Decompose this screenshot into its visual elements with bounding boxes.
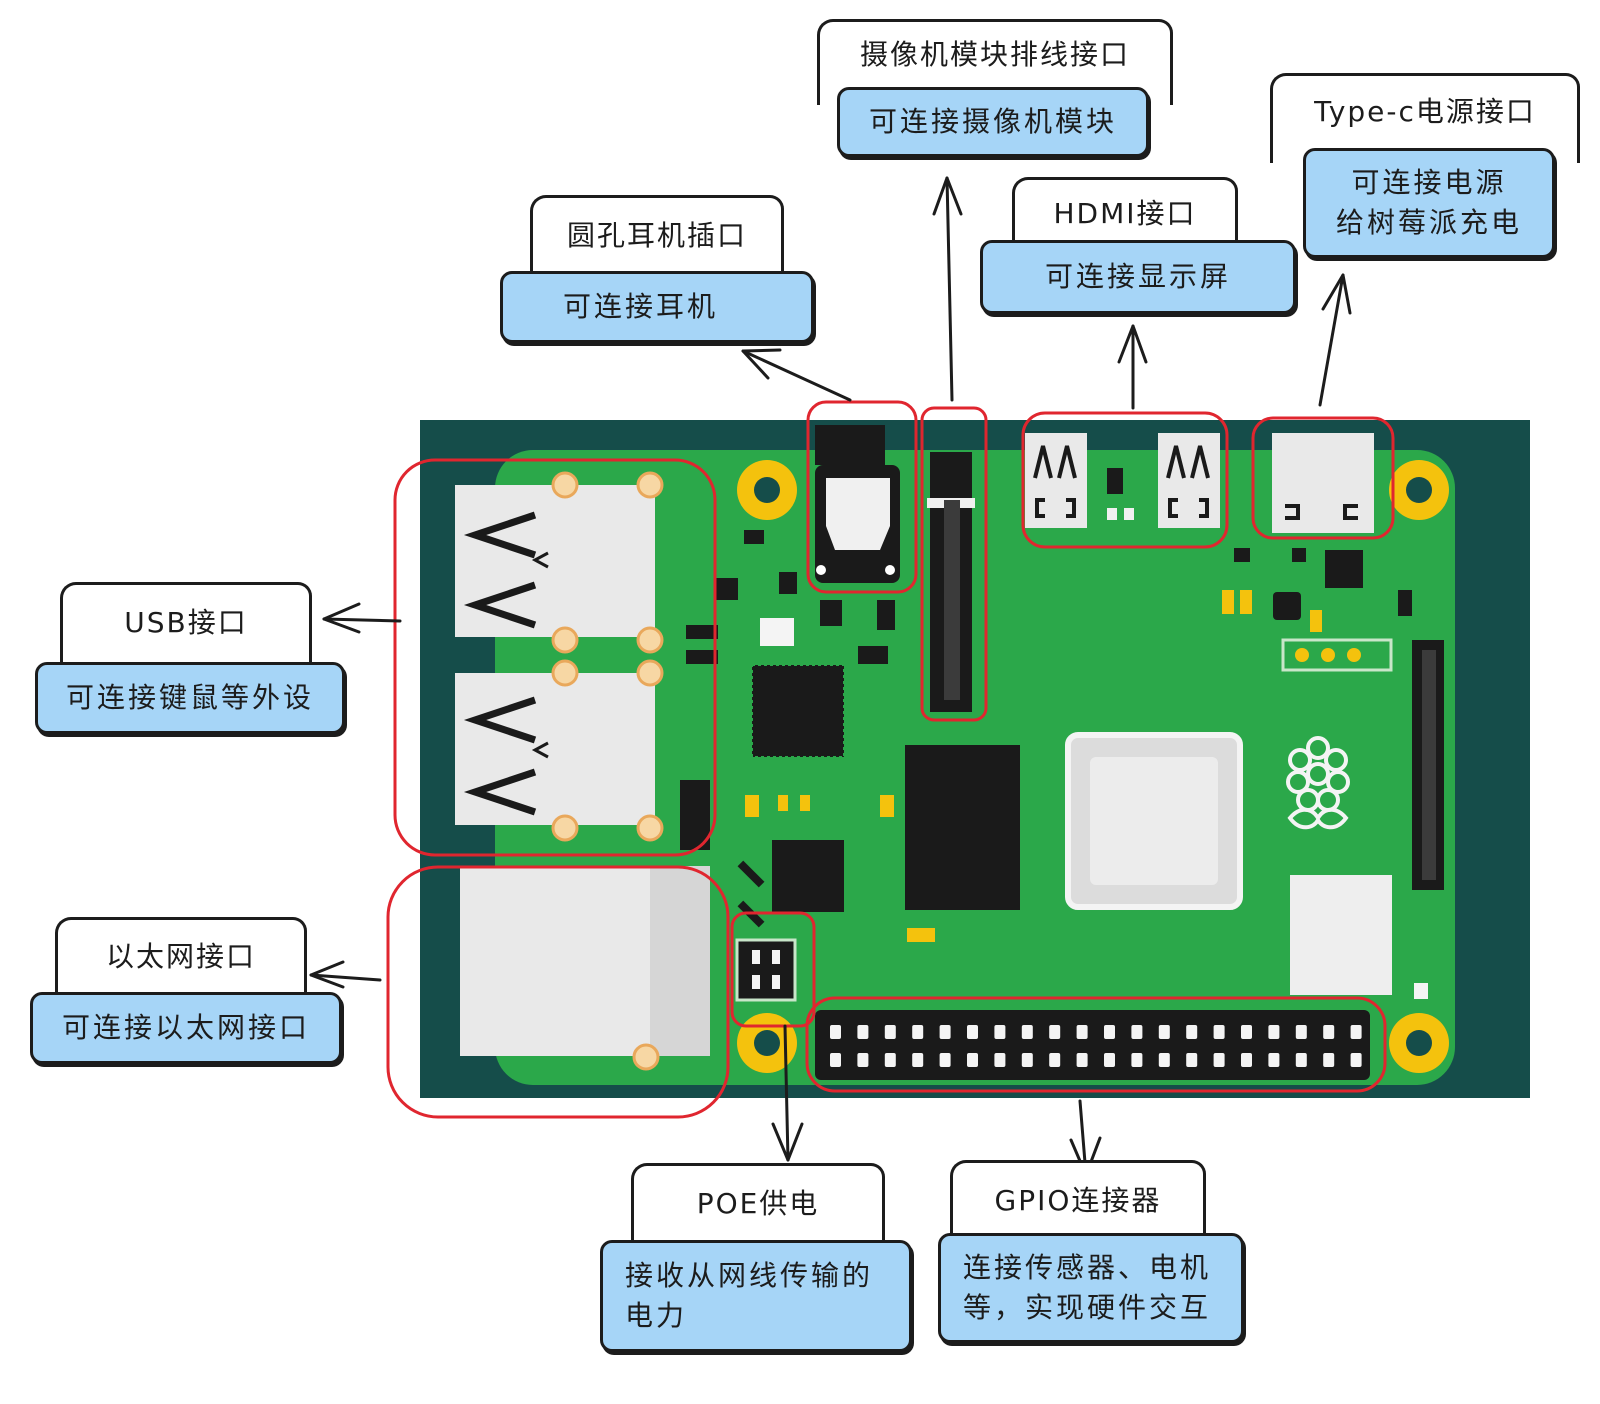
poe-header — [735, 938, 797, 1002]
usb-title: USB接口 — [60, 582, 312, 668]
gpio-pin — [1131, 1025, 1143, 1039]
camera-desc: 可连接摄像机模块 — [837, 87, 1149, 157]
gpio-pin — [1021, 1053, 1033, 1067]
gpio-pins — [830, 1025, 1362, 1067]
highlight-usb — [393, 458, 717, 857]
gpio-pin — [1323, 1025, 1335, 1039]
usb-controller-chip — [751, 664, 845, 758]
arrow-icon — [309, 960, 382, 989]
gpio-pin — [1186, 1025, 1198, 1039]
gpio-pin — [1350, 1053, 1362, 1067]
gpio-pin — [1049, 1025, 1061, 1039]
typec-desc: 可连接电源 给树莓派充电 — [1303, 148, 1555, 258]
highlight-gpio — [805, 996, 1387, 1093]
gpio-pin — [1076, 1025, 1088, 1039]
mounting-holes — [737, 460, 1449, 1073]
type-c-port — [1272, 433, 1374, 533]
gpio-pin — [857, 1053, 869, 1067]
gpio-pin — [1076, 1053, 1088, 1067]
gpio-pin — [1323, 1053, 1335, 1067]
gpio-pin — [994, 1053, 1006, 1067]
usb-ports — [455, 471, 664, 842]
gpio-pin — [1049, 1053, 1061, 1067]
arrows — [309, 176, 1352, 1177]
usb-port-bottom — [455, 659, 664, 842]
gpio-pin — [1131, 1053, 1143, 1067]
gpio-pin — [884, 1053, 896, 1067]
gpio-pin — [912, 1025, 924, 1039]
audio-desc: 可连接耳机 — [500, 271, 814, 343]
gpio-pin — [1241, 1025, 1252, 1039]
arrow-icon — [932, 176, 963, 402]
gpio-pin — [912, 1053, 924, 1067]
camera-flex-connector — [927, 452, 975, 712]
gpio-pin — [939, 1053, 951, 1067]
arrow-icon — [1318, 273, 1352, 407]
gpio-pin — [830, 1053, 841, 1067]
gpio-pin — [1104, 1025, 1115, 1039]
raspberry-pi-logo-icon — [1286, 736, 1350, 830]
gpio-pin — [1295, 1053, 1307, 1067]
arrow-icon — [322, 602, 402, 634]
highlight-hdmi — [1021, 411, 1229, 549]
poe-title: POE供电 — [631, 1163, 885, 1253]
gpio-pin — [1268, 1053, 1280, 1067]
gpio-pin — [857, 1025, 869, 1039]
gpio-header — [815, 1010, 1370, 1080]
gpio-pin — [1350, 1025, 1362, 1039]
ethernet-controller-chip — [772, 840, 844, 912]
gpio-pin — [1241, 1053, 1252, 1067]
hdmi-ports — [1025, 433, 1220, 528]
audio-jack — [815, 425, 900, 583]
highlight-audio — [806, 400, 918, 594]
usb-port-top — [455, 471, 664, 654]
gpio-pin — [1268, 1025, 1280, 1039]
ram-chip — [905, 745, 1020, 910]
highlight-ethernet — [386, 865, 730, 1119]
gpio-pin — [1213, 1053, 1225, 1067]
gpio-pin — [967, 1053, 978, 1067]
arrow-icon — [741, 348, 852, 402]
gpio-pin — [884, 1025, 896, 1039]
highlight-poe — [730, 911, 816, 1028]
gpio-pin — [1158, 1053, 1170, 1067]
audio-title: 圆孔耳机插口 — [530, 195, 784, 283]
hdmi-desc: 可连接显示屏 — [980, 240, 1296, 314]
arrow-icon — [1117, 324, 1148, 410]
highlight-outlines — [386, 400, 1395, 1119]
poe-desc: 接收从网线传输的 电力 — [600, 1240, 912, 1352]
highlight-typec — [1251, 416, 1395, 540]
gpio-pin — [994, 1025, 1006, 1039]
gpio-pin — [1213, 1025, 1225, 1039]
gpio-pin — [1021, 1025, 1033, 1039]
gpio-pin — [967, 1025, 978, 1039]
gpio-pin — [1186, 1053, 1198, 1067]
gpio-pin — [939, 1025, 951, 1039]
arrow-icon — [771, 1024, 804, 1162]
ethernet-port — [460, 866, 710, 1071]
ethernet-title: 以太网接口 — [55, 917, 307, 1001]
ethernet-desc: 可连接以太网接口 — [30, 992, 342, 1064]
gpio-pin — [1104, 1053, 1115, 1067]
gpio-pin — [1295, 1025, 1307, 1039]
components — [680, 530, 1444, 999]
gpio-pin — [830, 1025, 841, 1039]
highlight-camera — [920, 406, 988, 722]
gpio-desc: 连接传感器、电机 等，实现硬件交互 — [938, 1233, 1244, 1343]
usb-desc: 可连接键鼠等外设 — [35, 662, 345, 734]
gpio-pin — [1158, 1025, 1170, 1039]
